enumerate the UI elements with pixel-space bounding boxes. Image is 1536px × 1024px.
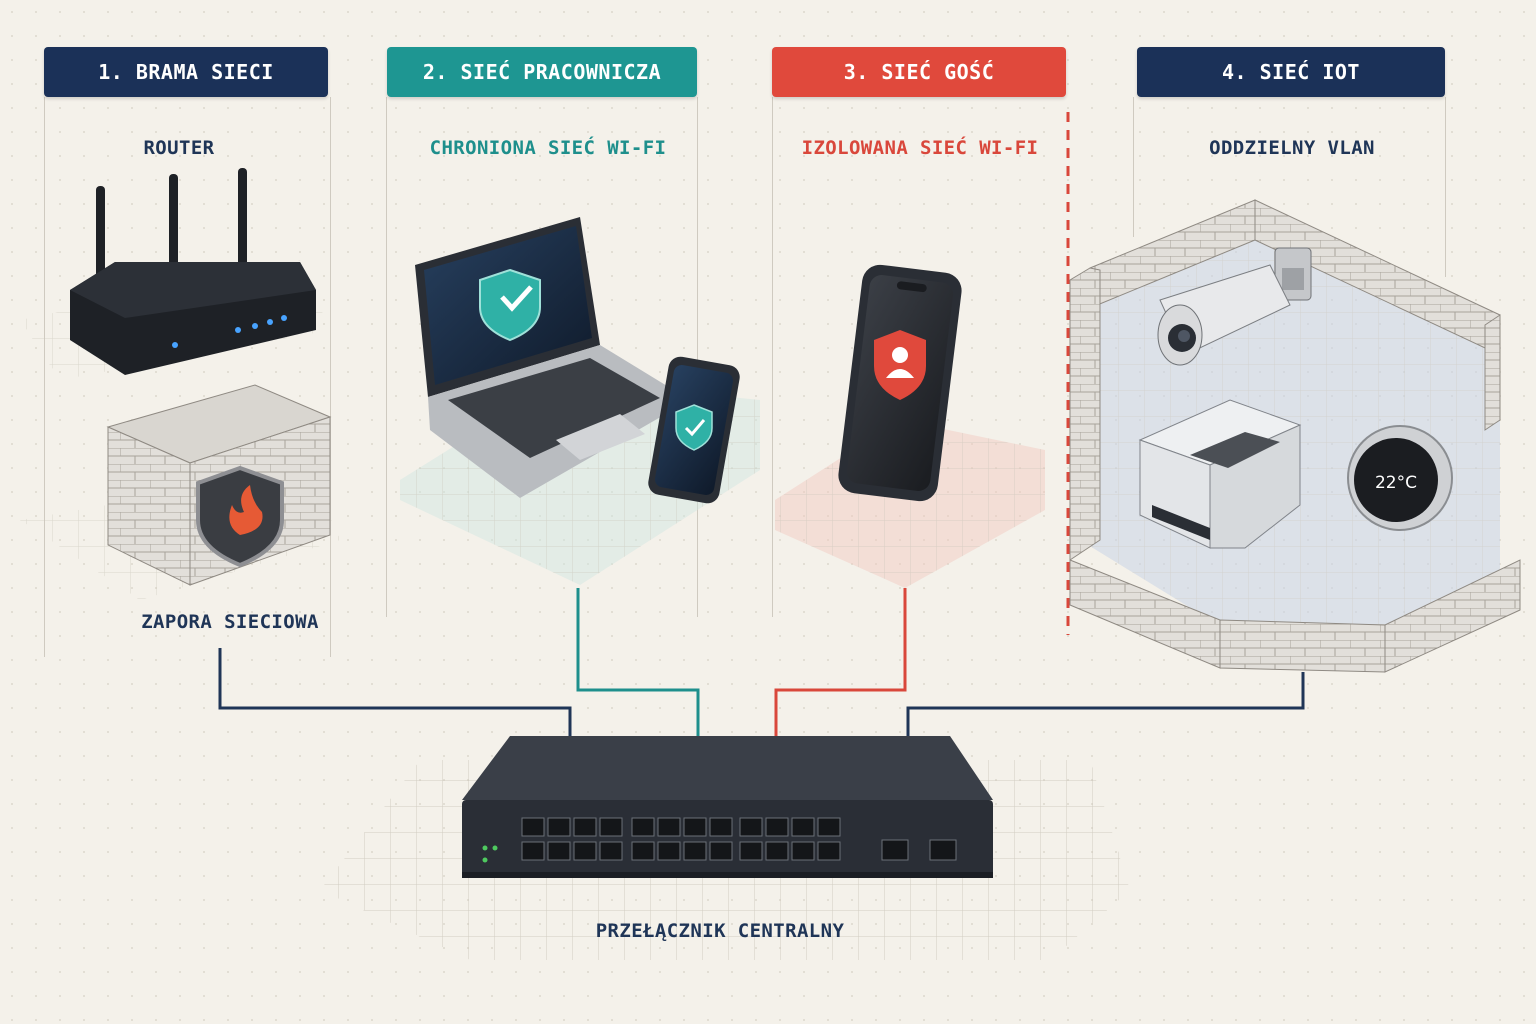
guest-link [774, 588, 907, 738]
panel-border [1133, 97, 1134, 237]
phone-icon [648, 356, 740, 504]
guest-wifi-label: IZOLOWANA SIEĆ WI-FI [801, 137, 1039, 159]
employee-link [576, 588, 700, 738]
section-header-guest: 3. SIEĆ GOŚĆ [772, 47, 1066, 97]
thermostat-icon: 22°C [1347, 425, 1453, 531]
employee-wifi-label: CHRONIONA SIEĆ WI-FI [429, 137, 667, 159]
section-header-gateway: 1. BRAMA SIECI [44, 47, 328, 97]
panel-border [772, 97, 773, 617]
firewall-icon [20, 384, 340, 600]
section-header-employee: 2. SIEĆ PRACOWNICZA [387, 47, 697, 97]
router-icon [20, 168, 330, 380]
laptop-icon [415, 217, 690, 498]
section-header-iot: 4. SIEĆ IOT [1137, 47, 1445, 97]
panel-border [44, 97, 45, 657]
firewall-label: ZAPORA SIECIOWA [141, 611, 319, 633]
switch-icon [462, 736, 993, 878]
iot-vlan-label: ODDZIELNY VLAN [1209, 137, 1375, 159]
guest-phone-icon [838, 264, 962, 502]
panel-border [1445, 97, 1446, 277]
printer-icon [1138, 399, 1302, 549]
router-label: ROUTER [143, 137, 215, 159]
panel-border [386, 97, 387, 617]
camera-icon [1157, 247, 1312, 366]
thermostat-reading: 22°C [1375, 473, 1417, 493]
connections [218, 588, 1305, 738]
panel-border [697, 97, 698, 617]
gateway-link [218, 648, 572, 738]
switch-label: PRZEŁĄCZNIK CENTRALNY [595, 920, 845, 942]
iot-link [906, 672, 1305, 738]
panel-border [330, 97, 331, 657]
